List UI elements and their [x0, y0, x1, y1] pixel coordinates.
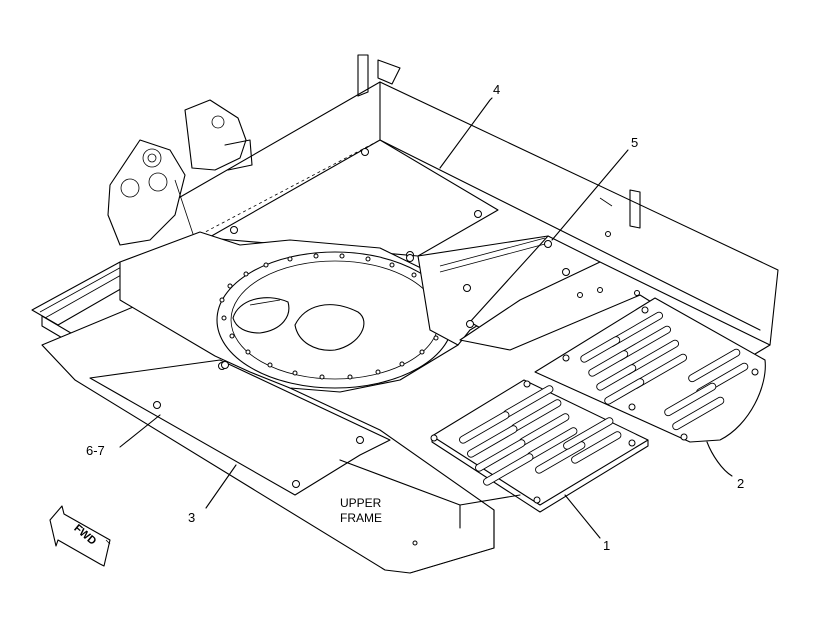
callout-5: 5 [631, 135, 638, 150]
callout-3: 3 [188, 510, 195, 525]
boom-mount-brackets [107, 99, 253, 246]
callout-6-7: 6-7 [86, 443, 105, 458]
leader-lines [119, 97, 733, 539]
callout-2: 2 [737, 476, 744, 491]
swing-bearing-plate [119, 231, 471, 393]
upper-frame-label-line1: UPPER [340, 496, 382, 510]
upper-frame-label: UPPER FRAME [340, 496, 382, 525]
callout-1: 1 [603, 538, 610, 553]
callout-4: 4 [493, 82, 500, 97]
callout-labels: 4 5 2 1 3 6-7 [86, 82, 744, 553]
guard-1 [430, 379, 649, 513]
forward-arrow-icon: FWD [49, 505, 111, 567]
right-side-panel [459, 231, 771, 361]
guard-2 [534, 297, 766, 443]
left-side-rail [31, 261, 146, 347]
guard-1-vent-slots [459, 385, 622, 486]
upper-frame-label-line2: FRAME [340, 511, 382, 525]
guard-2-vent-slots [580, 311, 749, 431]
